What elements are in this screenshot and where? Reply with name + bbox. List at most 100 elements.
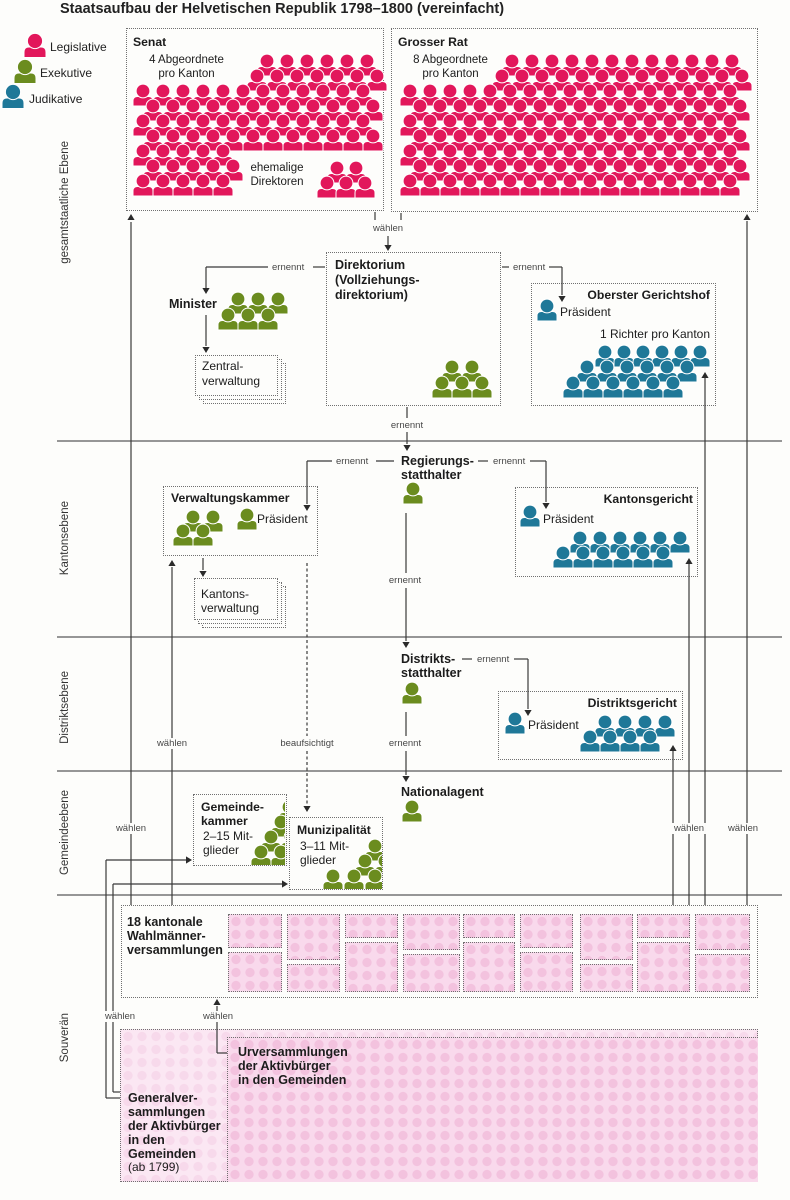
person-icon	[699, 173, 721, 197]
person-head	[165, 128, 181, 144]
assembly-cell	[287, 964, 340, 992]
arrowhead	[701, 372, 709, 378]
person-head	[345, 98, 361, 114]
person-head	[522, 504, 538, 520]
person-head	[325, 868, 341, 884]
person-icon	[519, 173, 541, 197]
person-head	[175, 523, 191, 539]
person-head	[452, 128, 468, 144]
person-head	[532, 98, 548, 114]
person-head	[532, 128, 548, 144]
verwaltungskammer-members	[172, 509, 224, 547]
person-icon	[13, 58, 37, 84]
person-head	[512, 98, 528, 114]
person-head	[662, 173, 678, 189]
person-head	[299, 53, 315, 69]
person-head	[622, 173, 638, 189]
person-head	[662, 143, 678, 159]
arrowhead	[202, 347, 210, 353]
person-head	[281, 800, 285, 814]
person-head	[642, 729, 658, 745]
person-head	[635, 545, 651, 561]
person-icon	[639, 173, 661, 197]
relation-label-appoint: ernennt	[386, 738, 424, 749]
urversammlungen-box	[227, 1037, 758, 1182]
nationalagent-title: Nationalagent	[401, 785, 484, 799]
person-head	[405, 481, 421, 497]
assembly-cell	[345, 914, 398, 938]
person-head	[572, 530, 588, 546]
person-head	[482, 143, 498, 159]
person-head	[672, 158, 688, 174]
person-body	[23, 46, 47, 58]
person-head	[454, 375, 470, 391]
person-body	[471, 388, 493, 399]
person-head	[145, 128, 161, 144]
wahlmaenner-title: 18 kantonale Wahlmänner- versammlungen	[127, 915, 223, 957]
person-head	[602, 83, 618, 99]
person-head	[562, 113, 578, 129]
direktorium-box	[326, 252, 501, 406]
person-icon	[479, 173, 501, 197]
person-head	[355, 113, 371, 129]
person-head	[215, 143, 231, 159]
person-head	[562, 143, 578, 159]
person-head	[175, 113, 191, 129]
person-head	[215, 173, 231, 189]
person-head	[215, 83, 231, 99]
person-head	[404, 799, 420, 815]
gemeindekammer-members-clip	[250, 800, 285, 865]
person-head	[205, 509, 221, 525]
person-head	[534, 68, 550, 84]
person-head	[645, 375, 661, 391]
person-head	[614, 68, 630, 84]
person-head	[339, 53, 355, 69]
person-head	[732, 98, 748, 114]
person-head	[712, 128, 728, 144]
arrowhead	[168, 560, 176, 566]
arrowhead	[199, 571, 207, 577]
person-head	[482, 113, 498, 129]
person-head	[692, 128, 708, 144]
person-head	[684, 53, 700, 69]
person-body	[257, 320, 279, 331]
assembly-cell	[695, 914, 750, 950]
arrowhead	[558, 296, 566, 302]
legend-executive-label: Exekutive	[40, 66, 93, 80]
person-head	[502, 83, 518, 99]
person-head	[637, 714, 653, 730]
relation-label-supervise: beaufsichtigt	[278, 738, 336, 749]
person-body	[401, 812, 423, 823]
person-icon	[471, 375, 493, 399]
relation-label-appoint: ernennt	[388, 420, 426, 431]
person-head	[522, 113, 538, 129]
person-head	[220, 307, 236, 323]
person-head	[672, 530, 688, 546]
person-head	[412, 98, 428, 114]
legend-icons	[1, 32, 47, 109]
person-head	[225, 128, 241, 144]
person-body	[212, 186, 234, 197]
person-head	[329, 160, 345, 176]
grosser-rat-note: 8 Abgeordnete pro Kanton	[413, 54, 488, 80]
assembly-cell	[228, 914, 282, 948]
person-head	[522, 173, 538, 189]
person-icon	[679, 173, 701, 197]
person-head	[652, 98, 668, 114]
person-head	[325, 98, 341, 114]
distriktsgericht-box	[498, 691, 683, 760]
person-head	[602, 143, 618, 159]
distriktsgericht-title: Distriktsgericht	[587, 696, 677, 710]
person-head	[522, 143, 538, 159]
assembly-cell	[403, 914, 460, 950]
zentralverwaltung-title: Zentral- verwaltung	[202, 359, 261, 388]
arrowhead	[303, 505, 311, 511]
person-head	[502, 173, 518, 189]
person-head	[584, 53, 600, 69]
person-head	[642, 83, 658, 99]
oberster-gerichtshof-note: 1 Richter pro Kanton	[599, 327, 710, 341]
distriktsstatthalter-title: Distrikts- statthalter	[401, 652, 462, 680]
person-head	[654, 68, 670, 84]
